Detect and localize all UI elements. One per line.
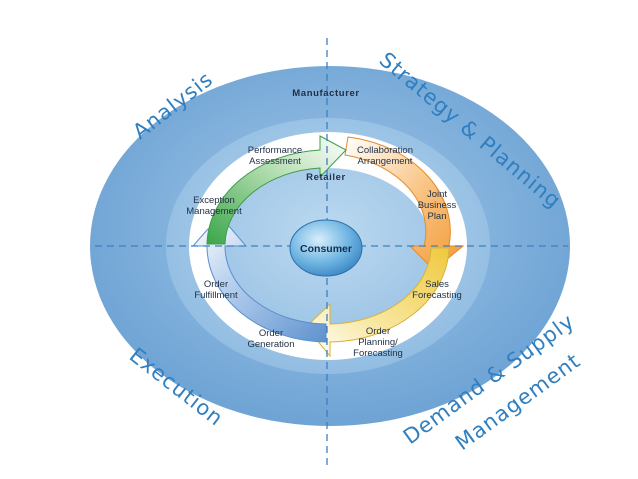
step-sales-line2: Forecasting [412,290,462,301]
step-sales-line1: Sales [425,279,449,290]
step-order-fulfillment-line1: Order [204,279,228,290]
step-collaboration-line1: Collaboration [357,145,413,156]
step-exception-management: Exception Management [186,195,242,217]
step-order-generation-line2: Generation [247,339,294,350]
step-collaboration-line2: Arrangement [358,156,413,167]
step-order-generation-line1: Order [259,328,283,339]
step-joint-plan-line1: Joint [427,189,447,200]
step-order-fulfillment: Order Fulfillment [194,279,238,301]
step-exception-line2: Management [186,206,242,217]
consumer-label: Consumer [300,243,352,255]
manufacturer-label: Manufacturer [292,88,359,99]
consumer-core [289,219,363,277]
step-collaboration: Collaboration Arrangement [357,145,413,167]
step-order-fulfillment-line2: Fulfillment [194,290,238,301]
step-sales-forecasting: Sales Forecasting [412,279,462,301]
step-order-generation: Order Generation [247,328,294,350]
step-performance-assessment: Performance Assessment [248,145,302,167]
retailer-label: Retailer [306,172,346,183]
step-order-planning-line3: Forecasting [353,348,403,359]
step-order-planning-line1: Order [366,326,390,337]
step-joint-plan-line3: Plan [427,211,446,222]
step-performance-line2: Assessment [249,156,301,167]
step-performance-line1: Performance [248,145,302,156]
step-joint-plan: Joint Business Plan [418,189,457,222]
step-joint-plan-line2: Business [418,200,457,211]
green-arrow [206,135,347,245]
blue-arrow [191,217,327,343]
step-exception-line1: Exception [193,195,235,206]
step-order-planning-line2: Planning/ [358,337,398,348]
step-order-planning: Order Planning/ Forecasting [353,326,403,359]
